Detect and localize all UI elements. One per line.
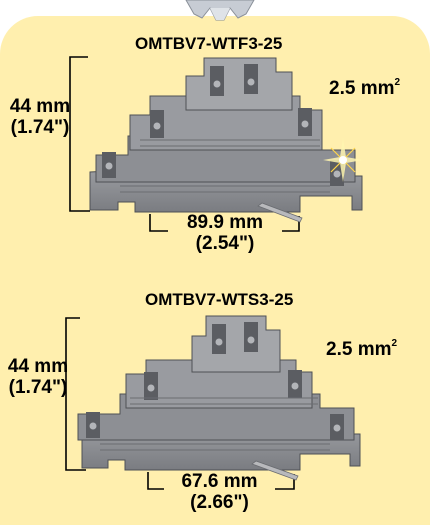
height-label-1: 44 mm (1.74") — [4, 97, 76, 137]
width-mm-2: 67.6 mm — [181, 471, 258, 492]
width-label-2: 67.6 mm (2.66") — [164, 472, 275, 512]
gear-graphic — [185, 0, 255, 21]
width-in-1: (2.54") — [195, 233, 255, 254]
height-dimension-1 — [69, 56, 90, 212]
width-mm-1: 89.9 mm — [186, 212, 264, 233]
terminal-block-image-2 — [77, 315, 361, 481]
height-mm-1: 44 mm — [9, 96, 71, 117]
width-in-2: (2.66") — [190, 492, 249, 513]
part-number-2: OMTBV7-WTS3-25 — [145, 290, 294, 309]
height-dimension-2 — [65, 317, 86, 471]
wire-size-1: 2.5 mm2 — [329, 77, 401, 99]
part-number-1: OMTBV7-WTF3-25 — [135, 34, 283, 53]
wire-size-exponent-2: 2 — [391, 338, 398, 349]
wire-size-2: 2.5 mm2 — [326, 338, 398, 360]
terminal-block-image-1 — [89, 57, 363, 223]
height-in-2: (1.74") — [8, 377, 68, 398]
sparkle-icon — [323, 138, 363, 182]
height-label-2: 44 mm (1.74") — [2, 357, 74, 397]
wire-size-value-2: 2.5 mm — [326, 339, 392, 360]
wire-size-exponent-1: 2 — [394, 77, 401, 88]
wire-size-value-1: 2.5 mm — [329, 78, 395, 99]
width-label-1: 89.9 mm (2.54") — [168, 213, 282, 253]
height-in-1: (1.74") — [10, 117, 70, 138]
height-mm-2: 44 mm — [7, 356, 69, 377]
